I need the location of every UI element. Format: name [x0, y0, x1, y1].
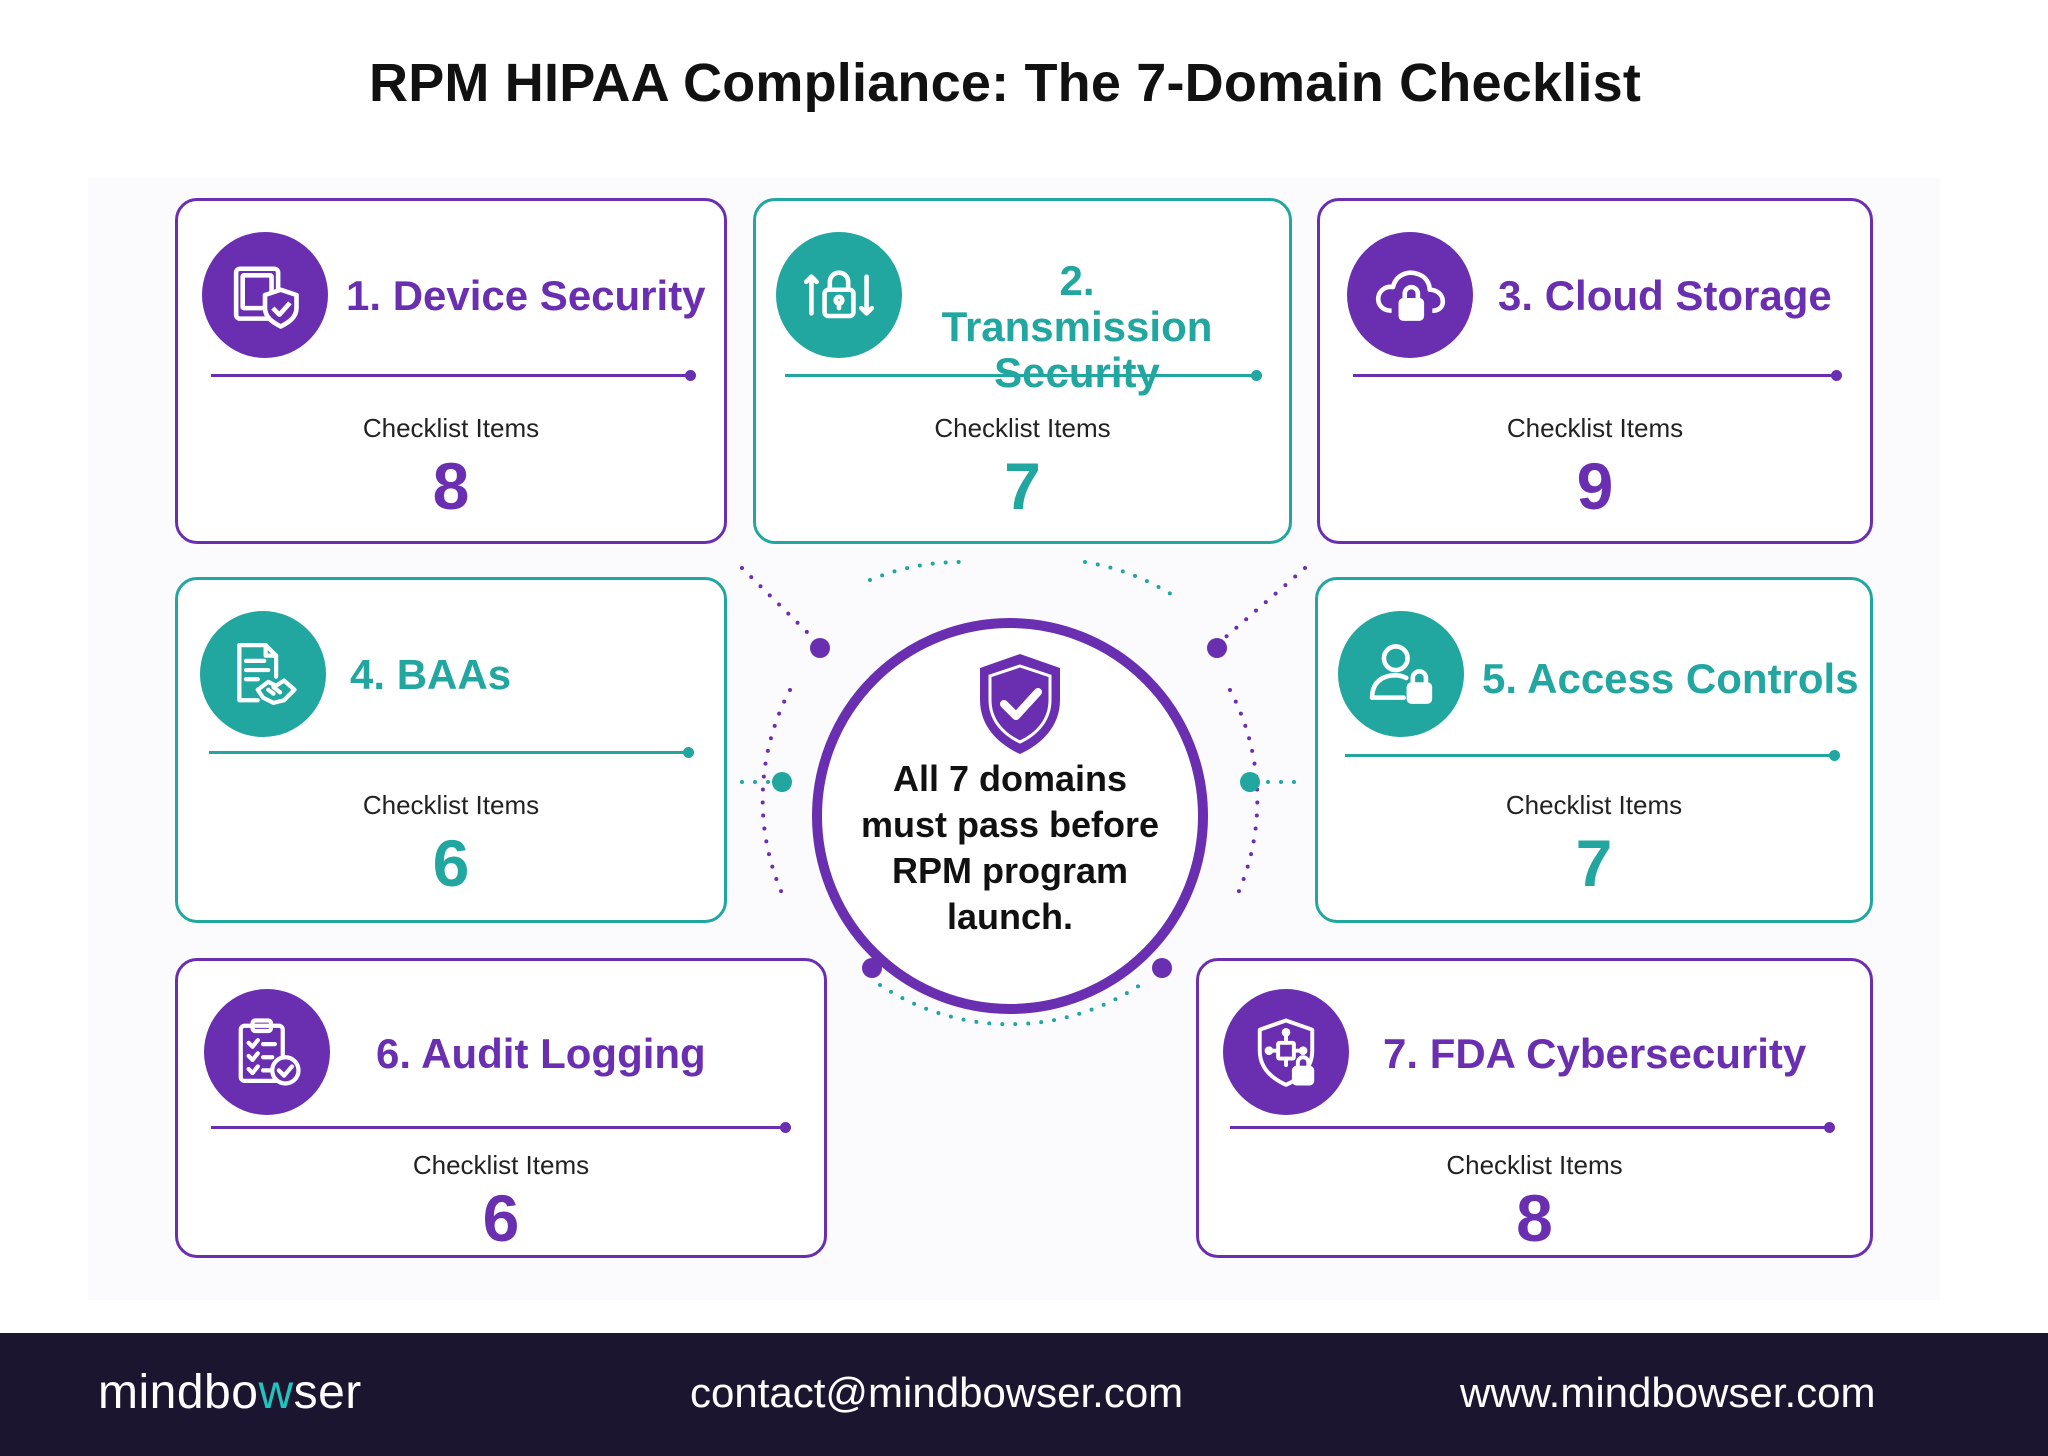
divider — [209, 747, 694, 758]
domain-card-device-security: 1. Device Security Checklist Items 8 — [175, 198, 727, 544]
checklist-items-count: 6 — [432, 826, 470, 900]
divider — [1353, 370, 1842, 381]
domain-title: 5. Access Controls — [1482, 655, 1859, 702]
user-lock-icon — [1338, 611, 1464, 737]
domain-title: 2. Transmission Security — [941, 257, 1213, 396]
device-shield-icon — [202, 232, 328, 358]
checklist-items-count: 6 — [482, 1181, 520, 1255]
divider — [211, 1122, 791, 1133]
contact-email[interactable]: contact@mindbowser.com — [690, 1369, 1184, 1416]
central-hub: All 7 domains must pass before RPM progr… — [812, 618, 1208, 1014]
website-link[interactable]: www.mindbowser.com — [1460, 1369, 1876, 1416]
divider — [1345, 750, 1840, 761]
clipboard-check-icon — [204, 989, 330, 1115]
domain-card-baas: 4. BAAs Checklist Items 6 — [175, 577, 727, 923]
checklist-items-count: 7 — [1575, 826, 1613, 900]
domain-card-cloud-storage: 3. Cloud Storage Checklist Items 9 — [1317, 198, 1873, 544]
cloud-lock-icon — [1347, 232, 1473, 358]
checklist-items-count: 8 — [432, 449, 470, 523]
divider — [785, 370, 1262, 381]
domain-title: 7. FDA Cybersecurity — [1383, 1030, 1807, 1077]
shield-circuit-icon — [1223, 989, 1349, 1115]
document-handshake-icon — [200, 611, 326, 737]
domain-title: 1. Device Security — [346, 272, 706, 319]
brand-logo: mindbowser — [98, 1366, 362, 1419]
checklist-items-label: Checklist Items — [362, 790, 540, 820]
domain-card-audit-logging: 6. Audit Logging Checklist Items 6 — [175, 958, 827, 1258]
domain-title: 6. Audit Logging — [376, 1030, 706, 1077]
checklist-items-count: 9 — [1576, 449, 1614, 523]
domain-title: 3. Cloud Storage — [1498, 272, 1832, 319]
checklist-items-label: Checklist Items — [412, 1150, 590, 1180]
checklist-items-label: Checklist Items — [934, 413, 1111, 443]
checklist-items-label: Checklist Items — [1506, 413, 1684, 443]
divider — [1230, 1122, 1835, 1133]
checklist-items-count: 7 — [1004, 449, 1041, 523]
divider — [211, 370, 696, 381]
checklist-items-label: Checklist Items — [362, 413, 540, 443]
domain-card-transmission-security: 2. Transmission Security Checklist Items… — [753, 198, 1292, 544]
lock-transfer-icon — [776, 232, 902, 358]
checklist-items-count: 8 — [1516, 1181, 1553, 1255]
hub-message: All 7 domains must pass before RPM progr… — [860, 758, 1160, 937]
domain-title: 4. BAAs — [350, 651, 512, 698]
page-title: RPM HIPAA Compliance: The 7-Domain Check… — [369, 53, 1641, 113]
domain-card-access-controls: 5. Access Controls Checklist Items 7 — [1315, 577, 1873, 923]
footer-bar: mindbowser contact@mindbowser.com www.mi… — [0, 1333, 2048, 1456]
checklist-items-label: Checklist Items — [1505, 790, 1683, 820]
checklist-items-label: Checklist Items — [1446, 1150, 1623, 1180]
shield-check-icon — [980, 654, 1060, 754]
domain-card-fda-cybersecurity: 7. FDA Cybersecurity Checklist Items 8 — [1196, 958, 1873, 1258]
